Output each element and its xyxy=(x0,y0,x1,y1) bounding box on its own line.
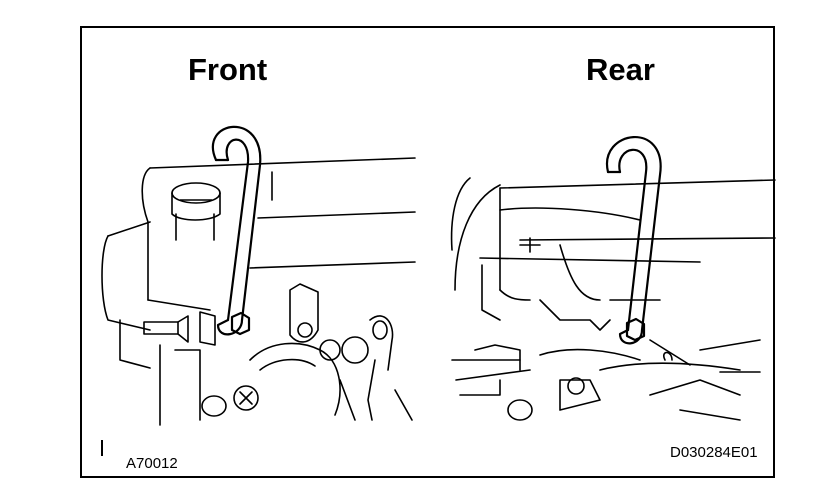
drawing-number: D030284E01 xyxy=(670,444,758,461)
margin-mark xyxy=(101,440,103,456)
rear-engine-hanger xyxy=(605,136,662,345)
front-view-label: Front xyxy=(188,52,268,87)
figure-frame xyxy=(80,26,775,478)
figure-ref-code: A70012 xyxy=(126,455,178,472)
front-engine-hanger xyxy=(212,125,262,336)
front-engine-drawing xyxy=(101,157,416,426)
rear-engine-drawing xyxy=(450,177,776,421)
rear-view-label: Rear xyxy=(586,52,655,87)
